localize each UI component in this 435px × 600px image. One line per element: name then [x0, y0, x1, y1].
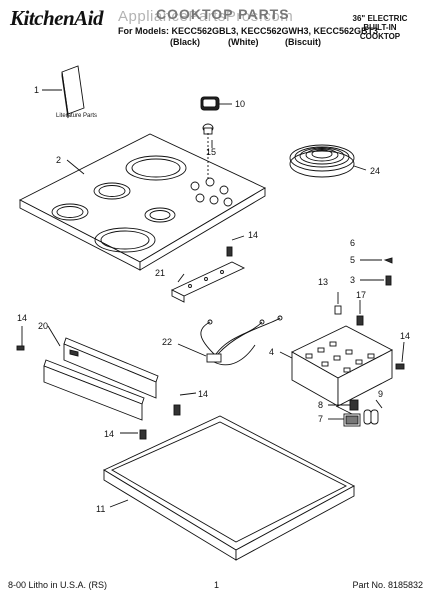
- callout-14-bracket: 14: [248, 230, 258, 240]
- screw: [383, 257, 393, 264]
- switch: [343, 399, 361, 427]
- brand-logo: KitchenAid: [10, 6, 104, 30]
- control-box: [291, 325, 393, 407]
- literature-label: Literature Parts: [56, 113, 97, 119]
- callout-5: 5: [350, 255, 355, 265]
- callout-2: 2: [56, 155, 61, 165]
- control-mark: [195, 193, 205, 203]
- callout-24: 24: [370, 166, 380, 176]
- callout-20: 20: [38, 321, 48, 331]
- product-type: 36" ELECTRIC BUILT-IN COOKTOP: [335, 14, 425, 41]
- burner-ring: [93, 182, 131, 200]
- burner-ring: [51, 203, 89, 221]
- screw: [139, 429, 147, 440]
- callout-14-left: 14: [17, 313, 27, 323]
- callout-14-mid: 14: [198, 389, 208, 399]
- radiant-element: [289, 144, 367, 178]
- product-type-line: COOKTOP: [359, 32, 401, 41]
- page-number: 1: [214, 580, 220, 590]
- screw: [334, 305, 342, 315]
- knob-bezel: [202, 123, 214, 135]
- callout-3: 3: [350, 275, 355, 285]
- cooktop-glass: [19, 133, 266, 271]
- callout-14-low: 14: [104, 429, 114, 439]
- callout-17: 17: [356, 290, 366, 300]
- variant-biscuit: (Biscuit): [285, 37, 321, 47]
- screw: [16, 345, 25, 351]
- callout-11: 11: [96, 504, 105, 514]
- support-bracket: [170, 261, 246, 303]
- callout-9: 9: [378, 389, 383, 399]
- control-mark: [190, 181, 200, 191]
- callout-6: 6: [350, 238, 355, 248]
- wire-harness: [200, 315, 283, 366]
- burner-ring: [144, 207, 176, 223]
- side-rail: [63, 337, 159, 399]
- callout-1: 1: [34, 85, 39, 95]
- control-mark: [205, 177, 215, 187]
- footer-litho: 8-00 Litho in U.S.A. (RS): [8, 580, 108, 590]
- part-number: Part No. 8185832: [352, 580, 423, 590]
- variant-white: (White): [228, 37, 259, 47]
- capacitor: [363, 409, 379, 425]
- cooktop-pan: [103, 415, 355, 561]
- burner-ring: [94, 227, 156, 253]
- callout-4: 4: [269, 347, 274, 357]
- product-type-line: BUILT-IN: [363, 23, 397, 32]
- watermark: AppliancePartsPros.com: [118, 8, 294, 25]
- models-line: For Models: KECC562GBL3, KECC562GWH3, KE…: [118, 26, 379, 36]
- screw: [173, 404, 181, 416]
- control-mark: [223, 197, 233, 207]
- screw: [395, 363, 405, 370]
- callout-21: 21: [155, 268, 165, 278]
- burner-ring: [125, 155, 187, 181]
- callout-14-right: 14: [400, 331, 410, 341]
- callout-15: 15: [206, 147, 216, 157]
- screw: [226, 246, 233, 257]
- callout-7: 7: [318, 414, 323, 424]
- literature-booklet: [42, 65, 85, 119]
- control-mark: [219, 185, 229, 195]
- callout-10: 10: [235, 99, 245, 109]
- control-mark: [209, 195, 219, 205]
- page-title: COOKTOP PARTS: [156, 6, 290, 22]
- screw: [385, 275, 392, 286]
- variant-black: (Black): [170, 37, 201, 47]
- callout-13: 13: [318, 277, 328, 287]
- callout-8: 8: [318, 400, 323, 410]
- product-type-line: 36" ELECTRIC: [352, 14, 408, 23]
- screw: [356, 315, 364, 326]
- side-rail: [43, 359, 145, 421]
- callout-22: 22: [162, 337, 172, 347]
- control-knob: [200, 96, 220, 111]
